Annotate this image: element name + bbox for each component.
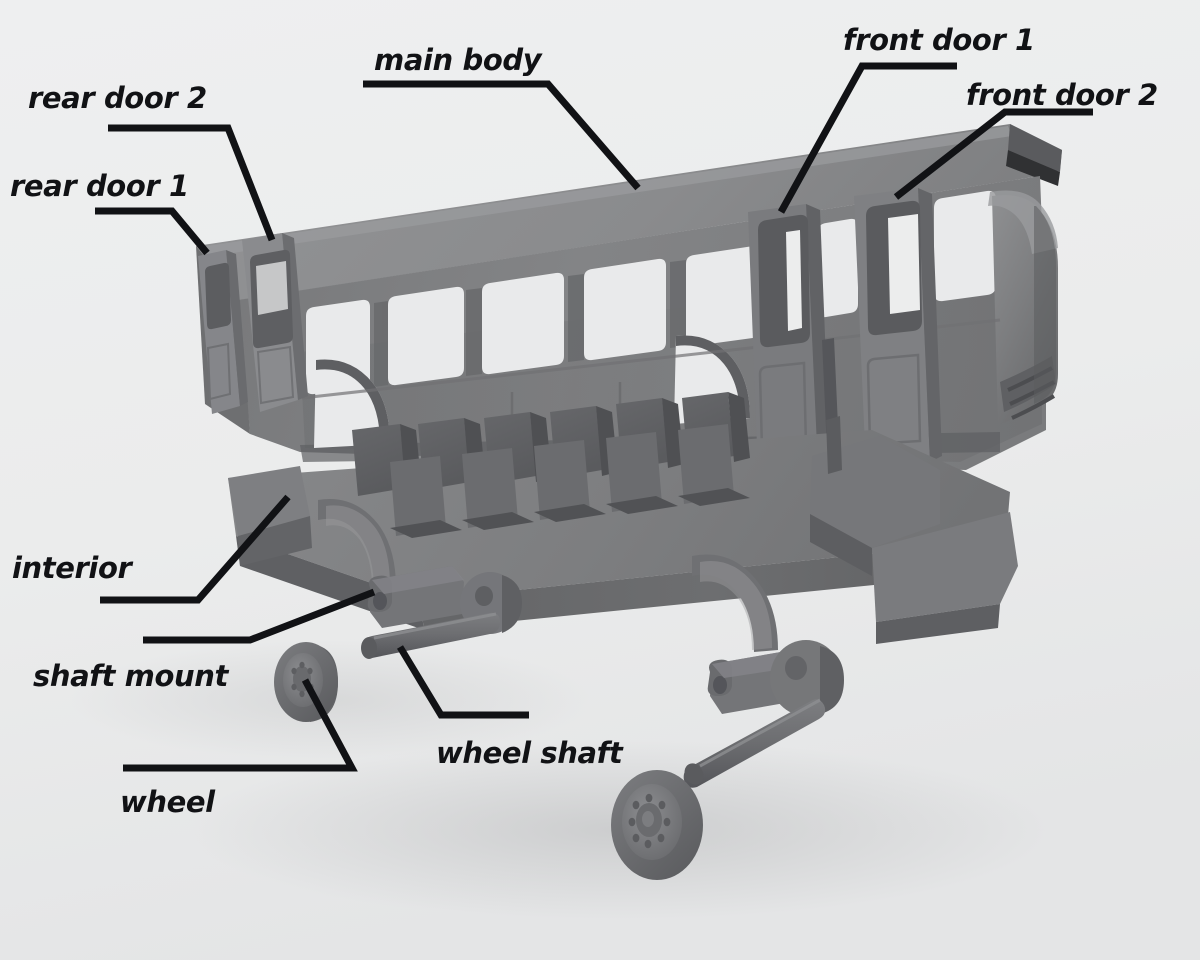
wheel-shaft-front-rod	[683, 699, 826, 788]
interior-arch-front-inner	[700, 560, 772, 650]
main-body-window-mid	[818, 218, 858, 318]
interior-front-pedestal	[810, 436, 940, 548]
rear-door-2-lower-seam	[256, 345, 295, 405]
leader-front-door-2	[893, 108, 1093, 200]
front-door-2-edge	[918, 188, 942, 462]
main-body-lower-band	[300, 266, 1042, 462]
part-rear-door-2[interactable]	[242, 233, 308, 412]
leader-rear-door-2	[108, 124, 276, 242]
interior-front-pedestal-face	[810, 514, 872, 576]
interior-rear-sill	[228, 466, 310, 536]
rear-door-1-window	[205, 262, 231, 330]
part-shaft-mount-rear[interactable]	[367, 566, 464, 628]
shaft-mount-front-bore	[713, 676, 727, 694]
label-rear-door-2: rear door 2	[28, 81, 207, 115]
main-body-pillar-shading	[374, 260, 686, 387]
rear-axle-hub-side	[502, 575, 522, 633]
part-labels: rear door 2 rear door 1 main body front …	[10, 23, 1158, 819]
interior-front-nose-plate	[872, 512, 1018, 622]
rear-door-1-edge	[226, 250, 248, 406]
leader-lines	[95, 62, 1093, 772]
main-body-window-group-left	[306, 244, 768, 395]
front-door-1-lower-seam	[758, 361, 808, 451]
wheel-front-hub-cap	[642, 811, 654, 827]
front-door-2-window-glass	[888, 214, 920, 314]
front-door-1-edge	[806, 204, 830, 468]
interior-rear-sill-face	[238, 516, 312, 566]
interior-seat-row-near	[390, 424, 750, 538]
front-door-2-lower-seam	[866, 353, 922, 446]
main-body-roof	[196, 124, 1062, 300]
rear-door-2-window-glass	[256, 261, 288, 315]
wheel-shaft-front-end	[684, 763, 704, 785]
interior-arch-rear	[318, 499, 396, 590]
label-interior: interior	[12, 551, 133, 585]
front-door-1-window-glass	[786, 230, 802, 331]
label-front-door-2: front door 2	[966, 78, 1158, 112]
leader-wheel-shaft	[397, 645, 529, 719]
shaft-mount-rear-top	[372, 566, 464, 594]
part-shaft-mount-front[interactable]	[707, 640, 844, 716]
shaft-mount-rear-bore	[373, 592, 387, 610]
rear-door-1-lower-seam	[206, 342, 232, 401]
leader-front-door-1	[777, 62, 957, 214]
shaft-mount-front-hub-side	[820, 646, 844, 714]
part-wheel-shaft-rear[interactable]	[361, 612, 500, 659]
shaft-mount-front-hub-bore	[785, 656, 807, 680]
label-wheel: wheel	[120, 785, 216, 819]
leader-interior	[100, 494, 291, 604]
leader-rear-door-1	[95, 207, 210, 256]
part-front-door-2[interactable]	[854, 188, 942, 470]
part-rear-door-1[interactable]	[198, 250, 248, 414]
label-rear-door-1: rear door 1	[10, 169, 189, 203]
interior-arch-rear-inner	[326, 505, 390, 588]
main-body-roof-cap	[1008, 124, 1062, 172]
main-body-roof-cap-dark	[1006, 150, 1060, 186]
main-body-window-front	[934, 190, 996, 302]
leader-main-body	[363, 80, 641, 191]
interior-steering-column	[826, 416, 842, 474]
wheel-shaft-rear-end	[361, 637, 377, 659]
label-main-body: main body	[374, 43, 543, 77]
part-wheel-front[interactable]	[611, 770, 703, 880]
label-shaft-mount: shaft mount	[33, 659, 229, 693]
label-wheel-shaft: wheel shaft	[436, 736, 624, 770]
wheel-shaft-rear-rod	[362, 612, 500, 658]
part-front-door-1[interactable]	[748, 204, 830, 472]
wheel-front-lug-nuts	[628, 793, 671, 849]
part-wheel-shaft-front[interactable]	[681, 698, 826, 788]
interior-front-nose-plate-edge	[876, 604, 1000, 644]
front-door-1-window	[758, 214, 810, 348]
leader-shaft-mount	[143, 588, 376, 644]
wheel-shaft-rear-highlight	[373, 612, 497, 640]
part-interior[interactable]	[228, 392, 1018, 652]
main-body-front-shadow	[1034, 206, 1056, 404]
label-front-door-1: front door 1	[843, 23, 1035, 57]
leader-wheel	[123, 678, 358, 772]
wheel-shaft-front-highlight	[699, 698, 821, 768]
interior-arch-front	[692, 554, 778, 652]
rear-axle-hub-bore	[475, 586, 493, 606]
